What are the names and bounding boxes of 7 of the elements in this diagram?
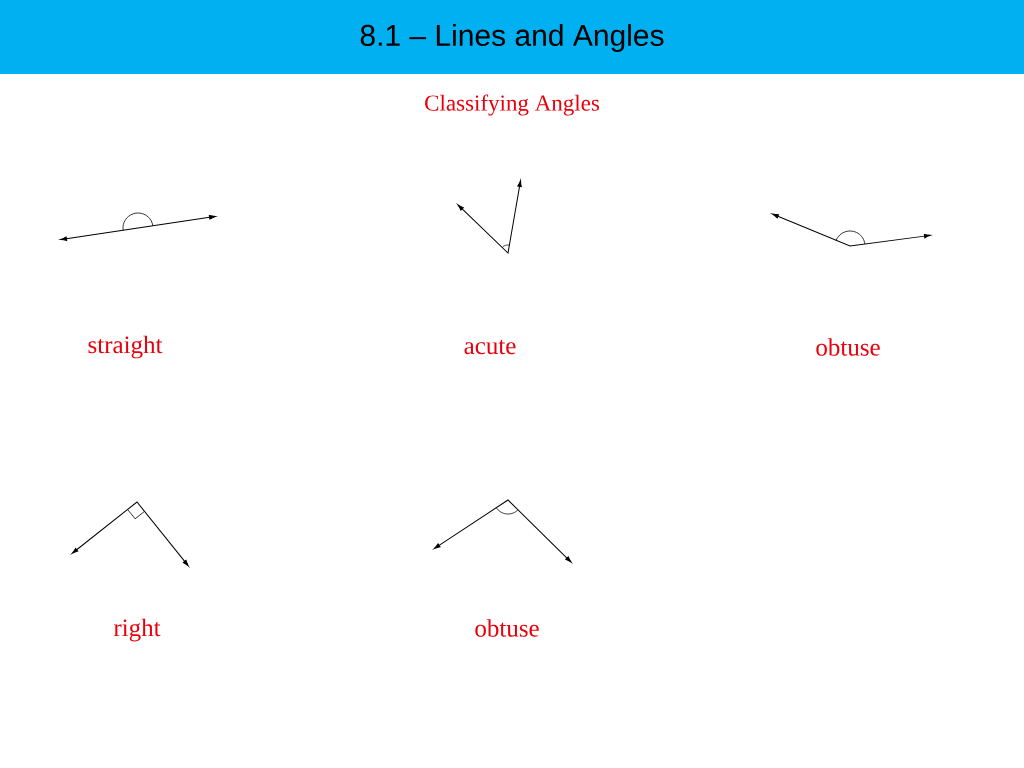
angle-label: obtuse [816, 338, 880, 356]
angle-label: obtuse [475, 619, 539, 637]
angle-label: right [113, 618, 161, 642]
angle-label: acute [464, 339, 516, 355]
header-bar: 8.1 – Lines and Angles [0, 0, 1024, 74]
angle-label: straight [88, 335, 163, 359]
subtitle: Classifying Angles [425, 94, 600, 116]
